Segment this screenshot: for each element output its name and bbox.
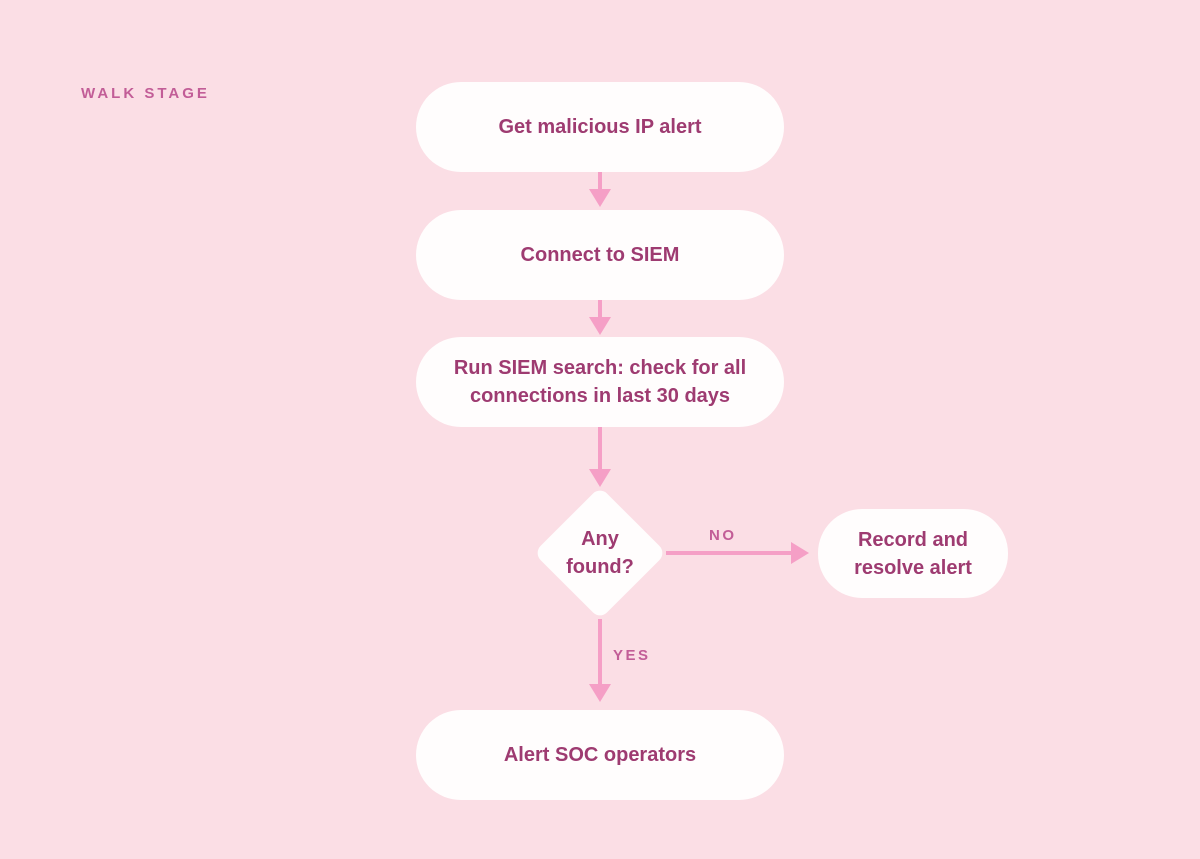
edge-label-no: NO xyxy=(709,527,737,544)
edge-any-found-to-alert-soc-arrowhead xyxy=(589,684,611,702)
edge-connect-siem-to-run-search-line xyxy=(598,300,602,318)
edge-any-found-to-alert-soc-line xyxy=(598,619,602,685)
flow-node-alert-soc-operators: Alert SOC operators xyxy=(416,710,784,800)
edge-get-alert-to-connect-siem-arrowhead xyxy=(589,189,611,207)
edge-get-alert-to-connect-siem-line xyxy=(598,172,602,190)
edge-any-found-to-record-resolve-arrowhead xyxy=(791,542,809,564)
flow-node-run-siem-search: Run SIEM search: check for all connectio… xyxy=(416,337,784,427)
edge-run-search-to-any-found-arrowhead xyxy=(589,469,611,487)
flow-node-label: Any found? xyxy=(566,528,634,578)
flow-node-label: Get malicious IP alert xyxy=(498,116,702,138)
stage-title: WALK STAGE xyxy=(81,85,210,102)
flow-node-record-and-resolve-alert: Record and resolve alert xyxy=(818,509,1008,598)
flow-node-label: Record and resolve alert xyxy=(854,528,972,579)
flow-node-get-malicious-ip-alert: Get malicious IP alert xyxy=(416,82,784,172)
edge-label-yes: YES xyxy=(613,647,651,664)
flow-node-connect-to-siem: Connect to SIEM xyxy=(416,210,784,300)
flow-node-label: Run SIEM search: check for all connectio… xyxy=(453,357,747,407)
flow-node-label: Alert SOC operators xyxy=(503,744,697,766)
edge-run-search-to-any-found-line xyxy=(598,427,602,470)
flow-node-label: Connect to SIEM xyxy=(520,244,680,266)
edge-connect-siem-to-run-search-arrowhead xyxy=(589,317,611,335)
edge-any-found-to-record-resolve-line xyxy=(666,551,792,555)
flow-node-any-found: Any found? xyxy=(540,506,660,600)
